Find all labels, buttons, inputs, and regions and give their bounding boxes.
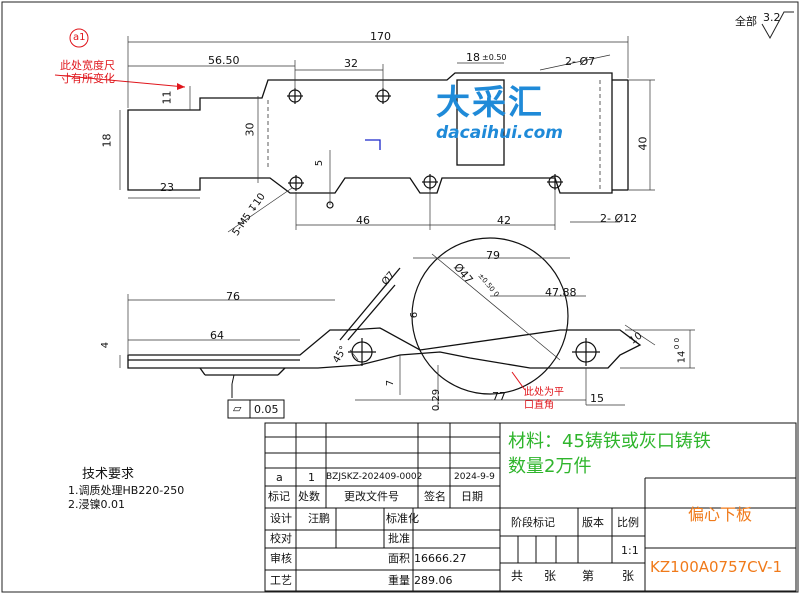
flat-note-line2: 口直角 <box>524 400 554 411</box>
tol-14: 0 0 <box>673 337 682 350</box>
roughness-value: 3.2 <box>763 11 781 24</box>
watermark-logo: 大采汇 <box>436 83 544 123</box>
rev-count: 1 <box>308 471 315 484</box>
dim-30: 30 <box>243 122 257 137</box>
process-label: 工艺 <box>270 574 292 587</box>
weight-label: 重量 <box>388 574 410 587</box>
eccentric-circle <box>411 237 569 395</box>
width-note-line1: 此处宽度尺 <box>60 59 115 72</box>
top-view-hidden-lines <box>267 80 601 190</box>
dim-56-50: 56.50 <box>208 54 240 67</box>
sheets-label: 共 <box>511 569 524 583</box>
material-line1: 材料：45铸铁或灰口铸铁 <box>508 431 711 452</box>
dim-46: 46 <box>356 214 370 227</box>
tech-req-title: 技术要求 <box>82 467 135 482</box>
header-doc: 更改文件号 <box>344 490 399 503</box>
dim-40: 40 <box>636 136 650 151</box>
dim-11: 11 <box>160 90 174 105</box>
dim-4: 4 <box>100 341 112 349</box>
header-zone: 处数 <box>298 490 320 503</box>
front-view-holes <box>348 338 600 366</box>
tol-0-50: ±0.50 <box>482 53 507 62</box>
weight-value: 289.06 <box>414 574 453 587</box>
hole-2-d12: 2- Ø12 <box>600 212 638 225</box>
design-label: 设计 <box>270 512 292 525</box>
header-sign: 签名 <box>424 490 446 503</box>
dim-77: 77 <box>492 390 506 403</box>
cursor-marker <box>365 139 381 150</box>
dim-7: 7 <box>385 379 397 387</box>
standardize-label: 标准化 <box>386 512 419 525</box>
flatness-value: 0.05 <box>254 403 279 416</box>
flat-note-leader <box>511 371 526 391</box>
flat-note-line1: 此处为平 <box>524 387 564 398</box>
rev-date: 2024-9-9 <box>454 472 495 482</box>
dim-42: 42 <box>497 214 511 227</box>
approve-label: 批准 <box>388 532 410 545</box>
sheets-unit: 张 <box>544 569 557 583</box>
check-label: 校对 <box>270 532 292 545</box>
header-date: 日期 <box>461 490 483 503</box>
roughness-symbol <box>761 11 794 40</box>
width-note-line2: 寸有所变化 <box>60 72 115 85</box>
front-view-dimensions <box>119 253 695 410</box>
flatness-box <box>227 374 285 419</box>
tech-req-item1: 1.调质处理HB220-250 <box>68 484 185 497</box>
hole-2-d7: 2- Ø7 <box>565 55 596 68</box>
annotation-leader <box>54 74 186 88</box>
rev-mark: a <box>276 471 283 484</box>
sheet-unit: 张 <box>622 569 635 583</box>
tech-req-item2: 2.浸镍0.01 <box>68 498 125 511</box>
title-block-grid <box>264 422 797 592</box>
dim-64: 64 <box>210 329 224 342</box>
scale-label: 比例 <box>617 516 639 529</box>
scale-value: 1:1 <box>621 544 639 557</box>
dim-32: 32 <box>344 57 358 70</box>
dim-overall-length: 170 <box>370 30 391 43</box>
top-view-holes <box>287 88 563 209</box>
annotation-marker: a1 <box>73 32 86 43</box>
dim-76: 76 <box>226 290 240 303</box>
front-view-outline <box>127 267 642 376</box>
dim-47-88: 47.88 <box>545 286 577 299</box>
dim-0-29: 0.29 <box>431 388 443 412</box>
area-value: 16666.27 <box>414 552 467 565</box>
watermark-url: dacaihui.com <box>436 123 563 143</box>
dim-79: 79 <box>486 249 500 262</box>
top-view-outline <box>127 72 629 194</box>
roughness-label: 全部 <box>735 15 757 28</box>
dim-23: 23 <box>160 181 174 194</box>
dim-6: 6 <box>409 311 421 319</box>
annotation-circle <box>69 28 89 48</box>
dim-18: 18 <box>100 133 114 148</box>
part-name: 偏心下板 <box>688 505 753 524</box>
dim-18-tol: 18 <box>466 51 480 64</box>
header-mark: 标记 <box>268 490 290 503</box>
drawing-number: KZ100A0757CV-1 <box>650 558 782 576</box>
version-label: 版本 <box>582 516 604 529</box>
flatness-symbol: ⏥ <box>233 402 242 415</box>
area-label: 面积 <box>388 552 410 565</box>
sheet-no-label: 第 <box>582 569 595 583</box>
material-line2: 数量2万件 <box>508 456 592 477</box>
dim-14: 14 <box>676 350 688 364</box>
rev-doc: BZJSKZ-202409-0002 <box>326 472 423 482</box>
top-view-dimensions <box>119 36 655 233</box>
dim-15: 15 <box>590 392 604 405</box>
stage-mark-label: 阶段标记 <box>511 516 555 529</box>
designer-name: 汪鹏 <box>308 512 330 525</box>
review-label: 审核 <box>270 552 292 565</box>
dim-5: 5 <box>314 159 326 167</box>
